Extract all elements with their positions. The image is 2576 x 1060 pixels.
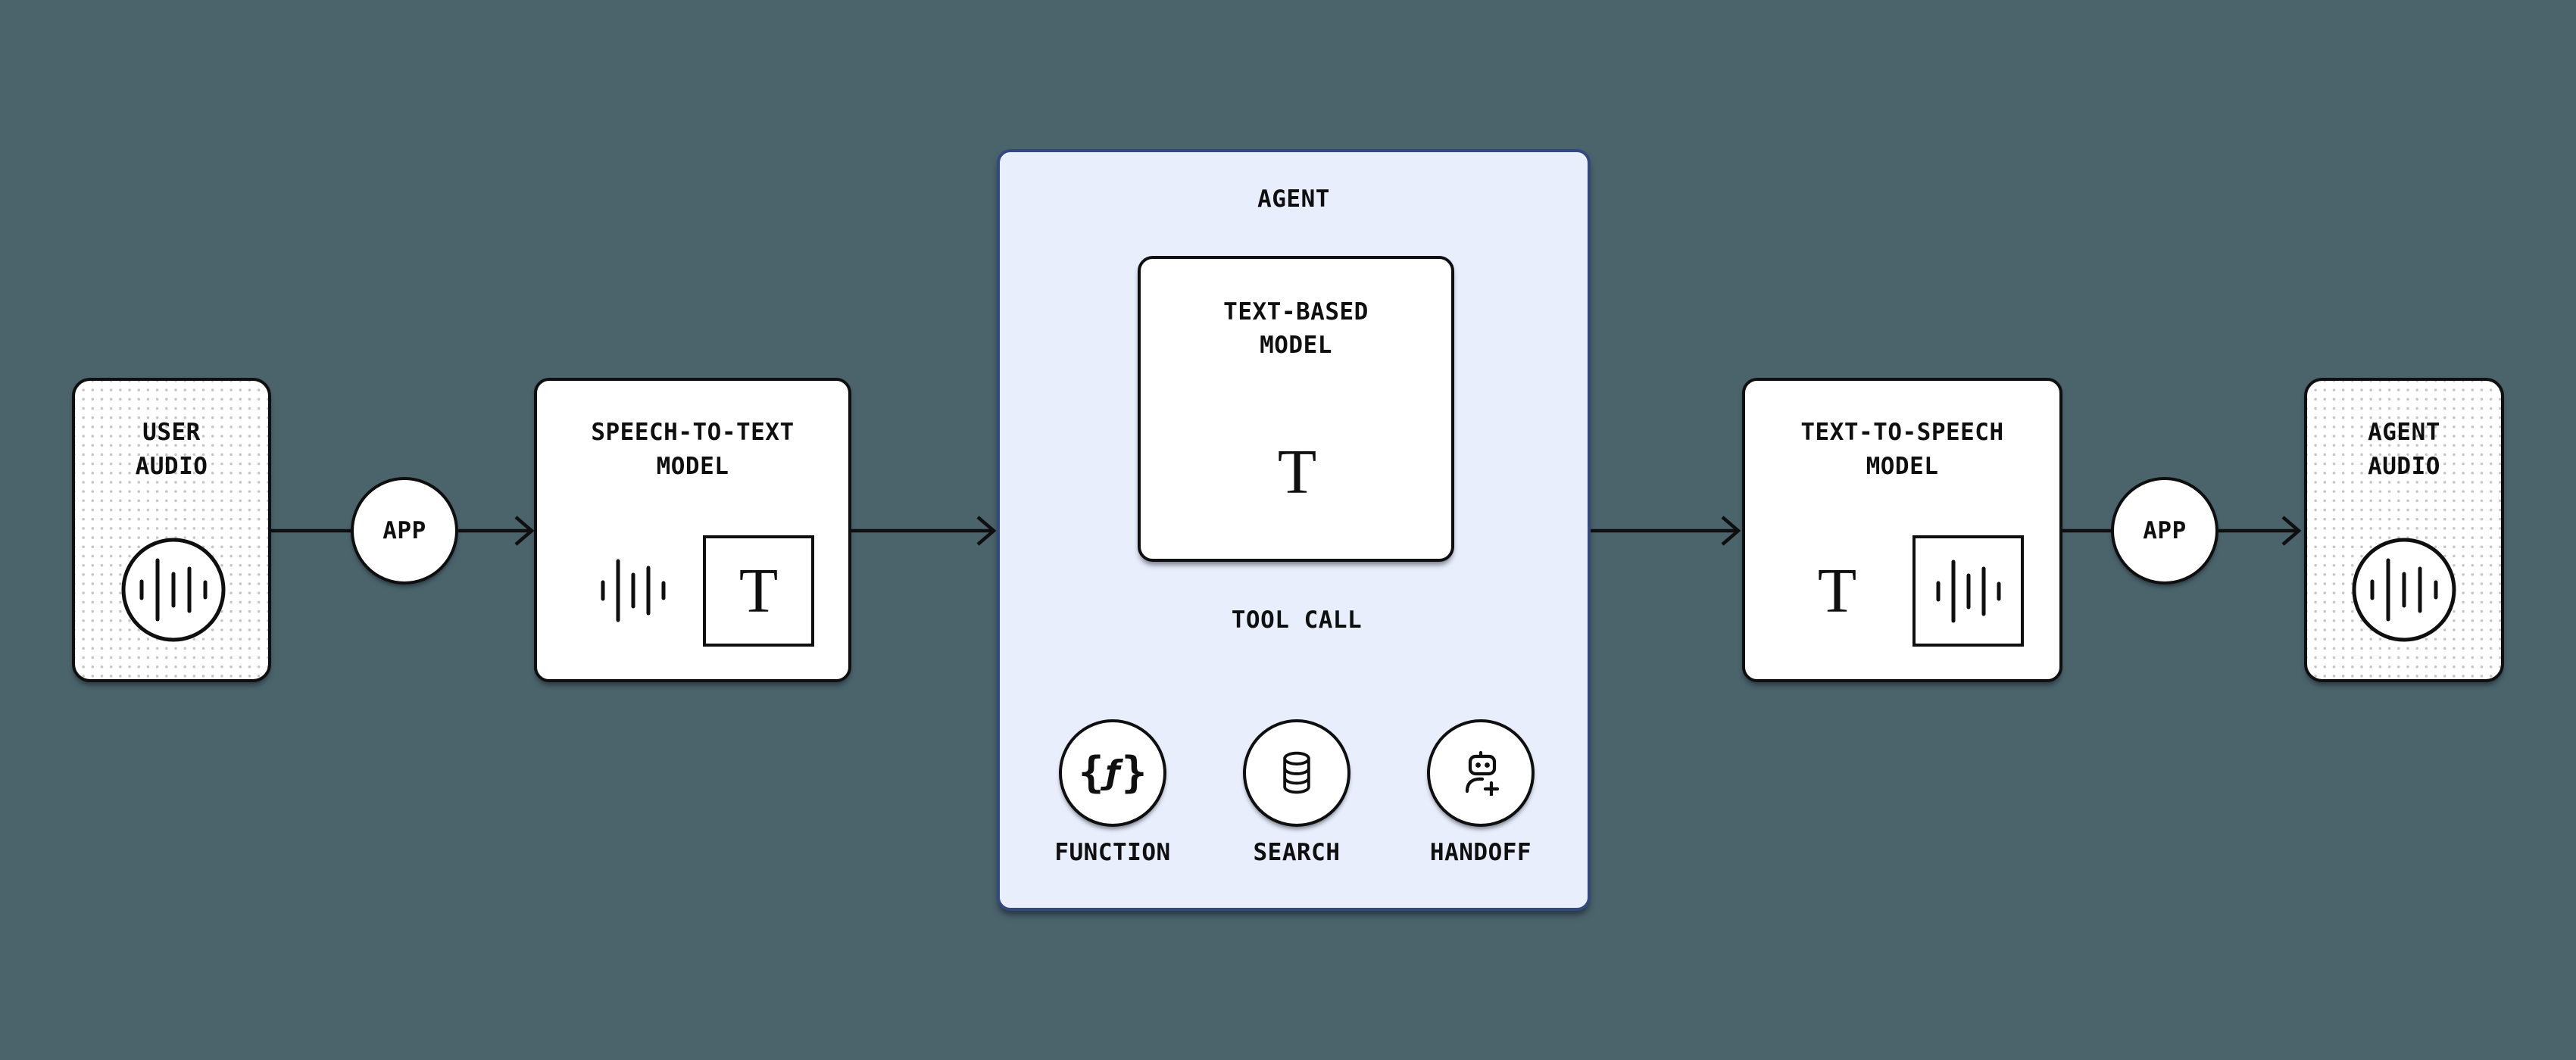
function-braces-icon: {ƒ} (1078, 748, 1147, 797)
search-label: SEARCH (1253, 839, 1341, 866)
tts-title-line2: MODEL (1866, 453, 1939, 480)
robot-plus-icon (1465, 750, 1500, 796)
agent-panel-title: AGENT (1257, 186, 1330, 213)
arrowhead-right-icon (1721, 516, 1741, 546)
handoff-tool-circle (1427, 719, 1535, 827)
text-glyph-square: T (703, 535, 814, 647)
stt-title-line2: MODEL (656, 453, 729, 480)
function-tool-circle: {ƒ} (1059, 719, 1166, 827)
tts-t-glyph: T (1781, 535, 1893, 647)
arrowhead-right-icon (2281, 516, 2302, 546)
tts-title-line1: TEXT-TO-SPEECH (1800, 419, 2004, 446)
waveform-icon (601, 559, 666, 622)
waveform-circle-icon (2352, 538, 2456, 642)
waveform-icon (1936, 560, 2000, 622)
agent-audio-title-line2: AUDIO (2368, 453, 2440, 480)
user-audio-title-line2: AUDIO (135, 453, 208, 480)
serif-t-icon: T (738, 555, 779, 626)
arrowhead-right-icon (976, 516, 997, 546)
handoff-label: HANDOFF (1429, 839, 1532, 866)
stt-title-line1: SPEECH-TO-TEXT (591, 419, 795, 446)
arrowhead-right-icon (514, 516, 535, 546)
text-based-t-glyph: T (1241, 416, 1353, 528)
text-based-title-line1: TEXT-BASED (1223, 298, 1369, 326)
tool-call-label: TOOL CALL (1231, 606, 1363, 634)
serif-t-icon: T (1277, 436, 1317, 507)
serif-t-icon: T (1817, 555, 1857, 626)
database-icon (1283, 751, 1310, 794)
agent-audio-title-line1: AGENT (2368, 419, 2440, 446)
app-circle-in: APP (351, 477, 458, 585)
text-based-model-box: TEXT-BASED MODEL (1138, 256, 1454, 562)
text-based-title-line2: MODEL (1260, 332, 1332, 359)
speech-to-text-model-box: SPEECH-TO-TEXT MODEL (534, 378, 851, 682)
function-label: FUNCTION (1054, 839, 1171, 866)
app-out-label: APP (2143, 516, 2187, 544)
waveform-circle-icon (121, 538, 226, 642)
search-tool-circle (1243, 719, 1350, 827)
user-audio-title-line1: USER (142, 419, 201, 446)
app-in-label: APP (382, 516, 426, 544)
waveform-glyph-square (1912, 535, 2024, 647)
app-circle-out: APP (2111, 477, 2218, 585)
